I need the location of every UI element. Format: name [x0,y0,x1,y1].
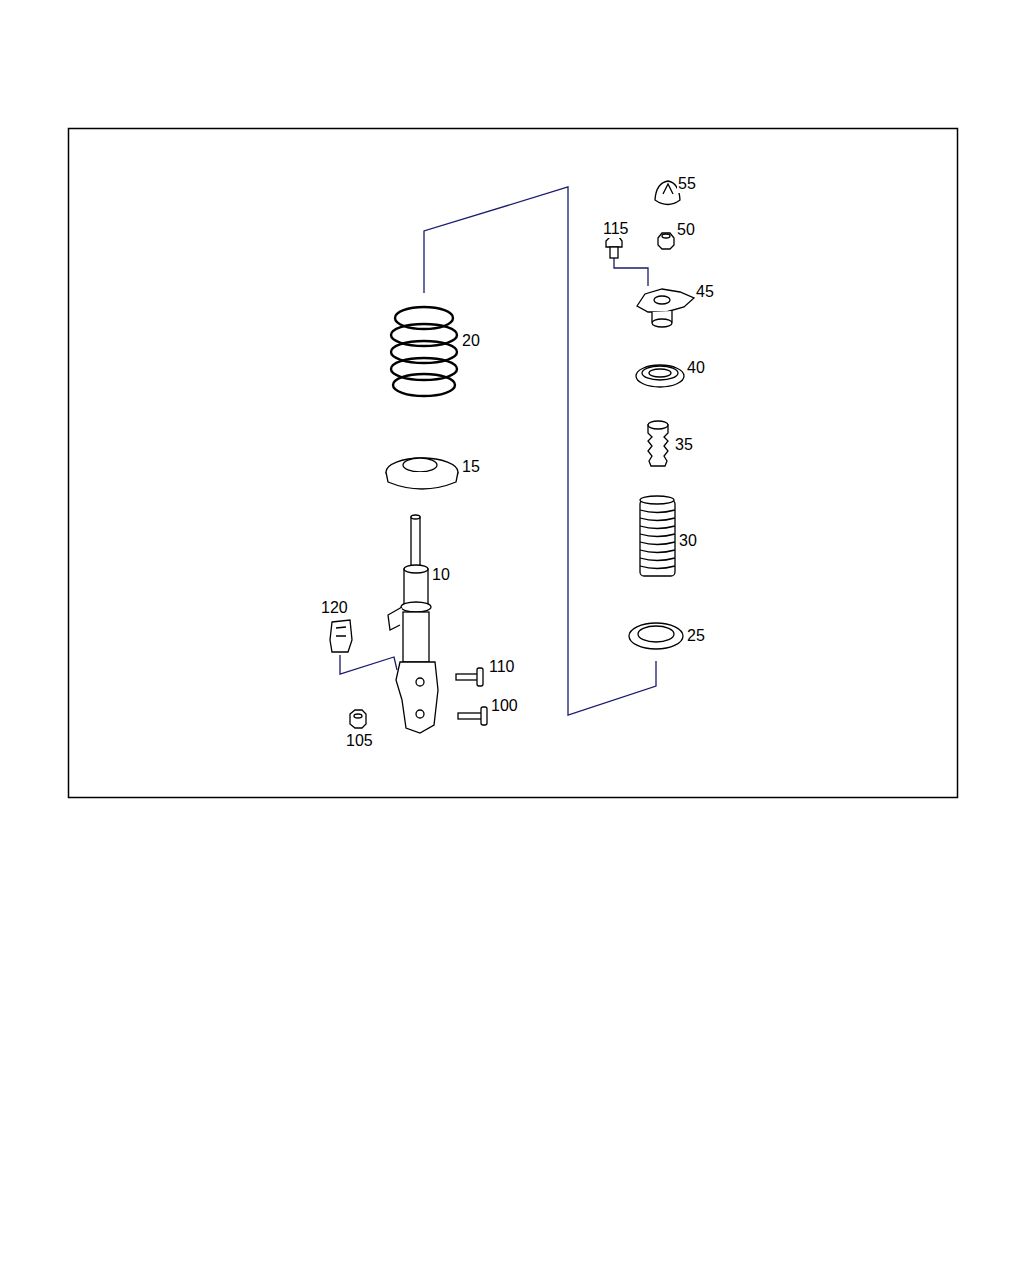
strut-mount [652,311,672,326]
callout-number: 55 [677,175,697,193]
strut-mount [637,289,694,312]
bolt [606,237,622,247]
parts [330,181,694,733]
spring-seat [386,472,458,489]
bump-stop [648,421,668,429]
coil-spring [391,307,457,396]
strut-bearing [649,369,671,377]
callout-number: 100 [490,697,519,715]
callout-number: 10 [431,566,451,584]
strut-tube [401,602,431,612]
sensor-bracket [336,627,346,636]
hex-nut [662,234,670,238]
boot-ribs [640,510,675,569]
callout-number: 110 [488,658,516,676]
callout-number: 35 [674,436,694,454]
strut-bracket [388,607,402,630]
strut-tube [404,565,428,573]
callout-number: 40 [686,359,706,377]
group-bracket [424,187,656,715]
dust-boot [640,500,675,576]
bolt [610,247,618,258]
strut-mount [654,296,670,304]
bolt-hole [416,678,424,686]
dust-cap [663,184,673,194]
callout-number: 45 [695,283,715,301]
hex-nut [350,710,366,728]
strut-tube [403,612,429,662]
frame-border [69,129,958,798]
bump-stop [648,425,668,466]
dust-boot [640,496,674,504]
callout-number: 105 [345,732,374,750]
spring-seat [403,458,437,472]
callout-number: 25 [686,627,706,645]
leader-line [614,258,648,286]
leader-lines [340,187,656,715]
strut-bearing [642,366,678,380]
bolt [458,713,482,719]
callout-number: 120 [320,599,349,617]
bolt [481,707,487,725]
callout-number: 115 [602,220,630,238]
strut-mount [652,319,672,327]
bolt [456,674,478,680]
spring-pad [629,623,683,649]
hex-nut [658,233,674,249]
strut-bearing [636,365,684,387]
leader-line [340,655,397,674]
damper-rod [411,517,420,569]
spring-pad [638,626,674,642]
callout-number: 15 [461,458,481,476]
callout-number: 50 [676,221,696,239]
callout-number: 30 [678,532,698,550]
hex-nut [354,714,362,718]
steering-knuckle-clamp [396,662,438,733]
bolt [477,668,483,686]
damper-rod [411,515,420,519]
bolt-hole [416,710,424,718]
callout-number: 20 [461,332,481,350]
sensor-bracket [330,620,352,652]
